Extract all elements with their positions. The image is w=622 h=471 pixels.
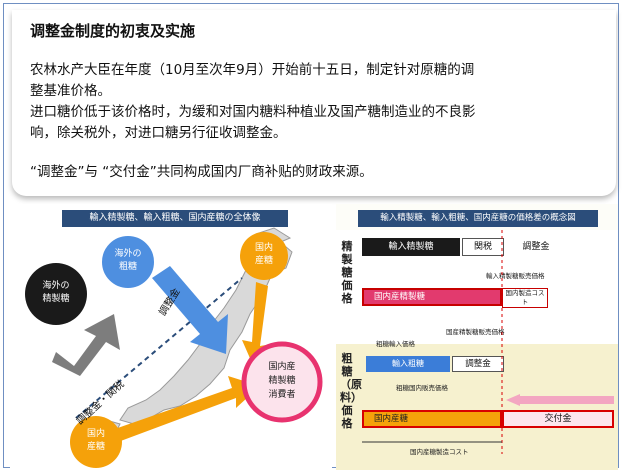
- gray-arrow: [52, 314, 120, 376]
- import-refined-sale-label: 輸入精製糖販売価格: [486, 272, 545, 280]
- domestic-sugar-bar: 国内産糖: [362, 410, 502, 428]
- domestic-bottom-circle: [70, 416, 122, 468]
- consumer-label: 国内産 精製糖 消費者: [268, 362, 296, 400]
- blue-arrow: [152, 266, 228, 354]
- border-dashed-line: [75, 277, 243, 419]
- foreign-refined-circle: [25, 263, 87, 325]
- overview-diagram: 輸入精製糖、輸入粗糖、国内産糖の全体像 海外の 粗糖 海外の 精製糖 国内 産糖: [10, 204, 332, 470]
- para-line-3: 进口糖价低于该价格时，为缓和对国内糖料种植业及国产糖制造业的不良影: [30, 104, 476, 120]
- text-box: 调整金制度的初衷及实施 农林水产大臣在年度（10月至次年9月）开始前十五日，制定…: [12, 10, 616, 196]
- slide-title: 调整金制度的初衷及实施: [30, 22, 196, 40]
- domestic-mfg-cost-label: 国内製造コスト: [502, 288, 548, 308]
- consumer-circle: [241, 341, 323, 423]
- import-refined-bar: 輸入精製糖: [362, 238, 460, 256]
- foreign-raw-circle: [100, 234, 156, 290]
- body-paragraph: 农林水产大臣在年度（10月至次年9月）开始前十五日，制定针对原糖的调 整基准价格…: [30, 60, 598, 144]
- tariff-box: 関税: [462, 238, 504, 256]
- para-line-4: 响，除关税外，对进口糖另行征收调整金。: [30, 125, 287, 141]
- subsidy-box: 交付金: [502, 410, 614, 428]
- price-diagram: 輸入精製糖、輸入粗糖、国内産糖の価格差の概念図 精製糖価格 粗糖（原料）価格 輸…: [336, 204, 618, 470]
- orange-arrow-bottom: [112, 376, 260, 442]
- overview-graphic: [25, 227, 323, 468]
- para-line-2: 整基准价格。: [30, 83, 111, 99]
- raw-import-price-label: 粗糖輸入価格: [376, 340, 415, 348]
- domestic-sugar-cost-label: 国内産糖製造コスト: [410, 448, 469, 456]
- domestic-refined-sale-label: 国産精製糖販売価格: [446, 328, 505, 336]
- side-label-raw: 粗糖（原料）価格: [340, 352, 362, 430]
- domestic-bottom-label: 国内 産糖: [86, 429, 105, 452]
- foreign-refined-label: 海外の 精製糖: [42, 281, 70, 304]
- adjust-box-2: 調整金: [452, 356, 504, 372]
- side-label-refined: 精製糖価格: [341, 240, 353, 305]
- overview-caption: 輸入精製糖、輸入粗糖、国内産糖の全体像: [62, 210, 288, 227]
- domestic-top-circle: [240, 232, 288, 280]
- note-line: “调整金”与 “交付金”共同构成国内厂商补贴的财政来源。: [30, 164, 373, 180]
- slide-frame: 调整金制度的初衷及实施 农林水产大臣在年度（10月至次年9月）开始前十五日，制定…: [3, 3, 619, 470]
- adjust-box: 調整金: [506, 238, 566, 256]
- import-raw-box: 輸入粗糖: [366, 356, 450, 372]
- para-line-1: 农林水产大臣在年度（10月至次年9月）开始前十五日，制定针对原糖的调: [30, 62, 475, 78]
- price-caption: 輸入精製糖、輸入粗糖、国内産糖の価格差の概念図: [358, 210, 598, 227]
- domestic-refined-bar: 国内産精製糖: [362, 288, 502, 306]
- foreign-raw-label: 海外の 粗糖: [114, 249, 142, 272]
- raw-domestic-sale-label: 粗糖国内販売価格: [396, 384, 448, 392]
- domestic-top-label: 国内 産糖: [254, 243, 273, 266]
